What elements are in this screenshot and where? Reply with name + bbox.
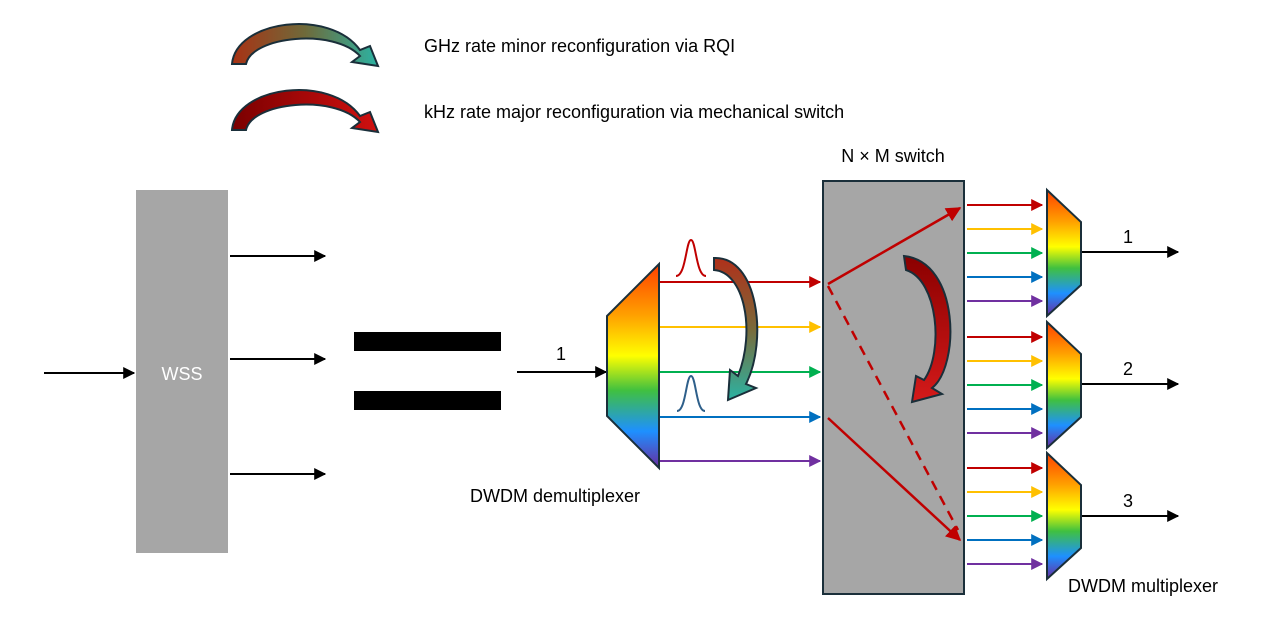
mux-group-2: 2	[967, 319, 1180, 451]
switch-path-solid-lower	[827, 417, 962, 542]
switch-box	[822, 180, 965, 595]
switch-label: N × M switch	[841, 146, 945, 166]
dwdm-multiplexers: 1 2 3 DWDM multiplexer	[967, 187, 1218, 596]
wss-label: WSS	[161, 364, 202, 384]
rqi-curved-arrow-icon	[713, 256, 759, 402]
nxm-switch: N × M switch	[822, 146, 965, 595]
switch-path-solid-upper	[827, 206, 962, 286]
mux2-port-label: 2	[1123, 359, 1133, 379]
demux-trapezoid	[606, 261, 660, 471]
mux1-trapezoid	[1046, 187, 1082, 319]
equals-sign	[354, 332, 501, 410]
demux-label: DWDM demultiplexer	[470, 486, 640, 506]
switch-path-dashed	[826, 285, 960, 531]
red-curved-arrow-icon	[230, 89, 380, 134]
mux3-port-label: 3	[1123, 491, 1133, 511]
mux1-port-label: 1	[1123, 227, 1133, 247]
teal-gradient-curved-arrow-icon	[230, 23, 380, 68]
legend-label-khz: kHz rate major reconfiguration via mecha…	[424, 102, 844, 122]
mux2-trapezoid	[1046, 319, 1082, 451]
dwdm-demultiplexer: 1 DWDM demultiplexer	[470, 238, 822, 506]
wss-box	[136, 190, 228, 553]
gaussian-pulse-icon	[676, 374, 706, 412]
demux-input-port-label: 1	[556, 344, 566, 364]
mux-group-3: 3	[967, 450, 1180, 582]
mechanical-curved-arrow-icon	[902, 254, 952, 404]
legend-item-khz: kHz rate major reconfiguration via mecha…	[230, 89, 844, 134]
mux-group-1: 1	[967, 187, 1180, 319]
wss-block: WSS	[44, 190, 327, 553]
legend-label-ghz: GHz rate minor reconfiguration via RQI	[424, 36, 735, 56]
mux3-trapezoid	[1046, 450, 1082, 582]
gaussian-pulse-icon	[675, 238, 707, 277]
legend: GHz rate minor reconfiguration via RQI k…	[230, 23, 844, 134]
legend-item-ghz: GHz rate minor reconfiguration via RQI	[230, 23, 735, 68]
mux-label: DWDM multiplexer	[1068, 576, 1218, 596]
